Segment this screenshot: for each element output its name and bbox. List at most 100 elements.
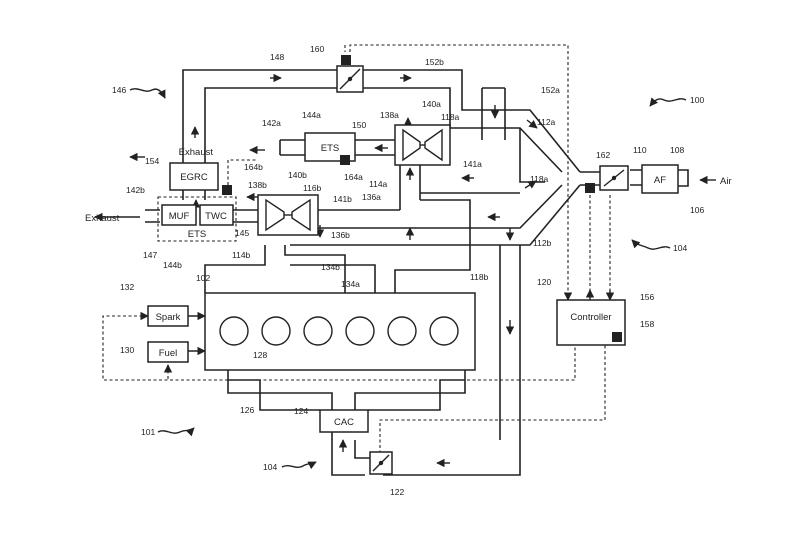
air-filter-label: AF	[654, 175, 666, 186]
ref-101: 101	[141, 427, 155, 437]
ref-164a: 164a	[344, 172, 363, 182]
flow-arrows	[94, 73, 716, 471]
ref-118b: 118b	[470, 272, 489, 282]
sensor-160	[341, 55, 351, 65]
ref-156: 156	[640, 292, 654, 302]
exhaust-upper-label: Exhaust	[179, 147, 214, 158]
cylinder-1	[219, 316, 249, 346]
egr-duct-outer	[182, 69, 581, 173]
sensor-164b	[222, 185, 232, 195]
manifold-upper	[290, 199, 471, 293]
ref-118a: 118a	[441, 112, 460, 122]
ref-140a: 140a	[422, 99, 441, 109]
ref-132: 132	[120, 282, 134, 292]
egr-valve-150	[336, 65, 364, 93]
turbo-140a	[394, 124, 451, 166]
ref-148: 148	[270, 52, 284, 62]
mid-horizontal-a	[318, 192, 520, 211]
egrc-label: EGRC	[180, 172, 208, 183]
cylinder-3	[303, 316, 333, 346]
signal-left-loop	[102, 315, 576, 381]
ref-112a: 112a	[537, 117, 556, 127]
egrc-down	[182, 190, 206, 200]
engine-block	[204, 292, 476, 371]
ref-106: 106	[690, 205, 704, 215]
reference-numerals: 100 101 102 104 104 106 108 110 112a 112…	[112, 44, 704, 497]
ref-164b: 164b	[244, 162, 263, 172]
muf-box	[161, 204, 197, 226]
ref-120: 120	[537, 277, 551, 287]
twc-box	[199, 204, 234, 226]
cylinder-2	[261, 316, 291, 346]
signal-122	[379, 345, 606, 470]
controller-box	[556, 299, 626, 346]
ets-lower-label: ETS	[188, 229, 206, 240]
ref-144b: 144b	[163, 260, 182, 270]
sensor-162	[585, 183, 595, 193]
ref-162: 162	[596, 150, 610, 160]
ref-138a: 138a	[380, 110, 399, 120]
ref-158: 158	[640, 319, 654, 329]
ref-136a: 136a	[362, 192, 381, 202]
ducts	[145, 69, 689, 476]
ref-104b: 104	[263, 462, 277, 472]
leader-squiggles	[129, 88, 687, 470]
compressor-pipe-a	[481, 87, 506, 140]
ref-142b: 142b	[126, 185, 145, 195]
cac-to-valve	[331, 432, 370, 476]
ref-110: 110	[633, 145, 647, 155]
ref-136b: 136b	[331, 230, 350, 240]
throttle-110	[599, 165, 629, 191]
air-inlet-label: Air	[720, 176, 732, 187]
controller-label: Controller	[570, 312, 611, 323]
ref-141a: 141a	[463, 159, 482, 169]
ref-124: 124	[294, 406, 308, 416]
signal-164b	[227, 159, 258, 185]
egr-duct-inner	[204, 87, 563, 173]
cylinder-5	[387, 316, 417, 346]
exhaust-lower-label: Exhaust	[85, 213, 120, 224]
ref-114b: 114b	[232, 250, 251, 260]
inlet-branch-lower-inner	[318, 184, 563, 229]
lower-turbine-outlet	[204, 245, 266, 293]
ref-140b: 140b	[288, 170, 307, 180]
ref-102: 102	[196, 273, 210, 283]
valve-122	[369, 451, 393, 475]
ref-130: 130	[120, 345, 134, 355]
ref-138b: 138b	[248, 180, 267, 190]
egrc-box	[169, 162, 219, 191]
twc-label: TWC	[205, 211, 227, 222]
ref-104a: 104	[673, 243, 687, 253]
cac-box	[319, 409, 369, 433]
ref-146: 146	[112, 85, 126, 95]
ref-128: 128	[253, 350, 267, 360]
ref-118a-2: 118a	[530, 174, 549, 184]
ref-147: 147	[143, 250, 157, 260]
ref-112b: 112b	[533, 238, 552, 248]
ref-152a: 152a	[541, 85, 560, 95]
ref-154: 154	[145, 156, 159, 166]
cylinder-4	[345, 316, 375, 346]
ets-lower-group	[157, 196, 237, 242]
ref-150: 150	[352, 120, 366, 130]
upper-turbine-down-a	[399, 165, 421, 210]
cylinder-6	[429, 316, 459, 346]
ref-142a: 142a	[262, 118, 281, 128]
air-filter-box	[641, 164, 679, 194]
muf-label: MUF	[169, 211, 190, 222]
exhaust-upper-pipe	[279, 139, 395, 156]
ref-126: 126	[240, 405, 254, 415]
signal-top-loop	[349, 44, 569, 300]
lower-turbine-outlet-b	[284, 245, 346, 293]
ref-122: 122	[390, 487, 404, 497]
cylinders	[219, 316, 459, 346]
ref-116b: 116b	[303, 183, 322, 193]
ref-100: 100	[690, 95, 704, 105]
ref-108: 108	[670, 145, 684, 155]
ref-114a: 114a	[369, 179, 388, 189]
sensor-164a	[340, 155, 350, 165]
ref-145: 145	[235, 228, 249, 238]
exhaust-lower-pipe	[145, 209, 258, 223]
turbo-140b	[257, 194, 319, 236]
memory-158	[612, 332, 622, 342]
